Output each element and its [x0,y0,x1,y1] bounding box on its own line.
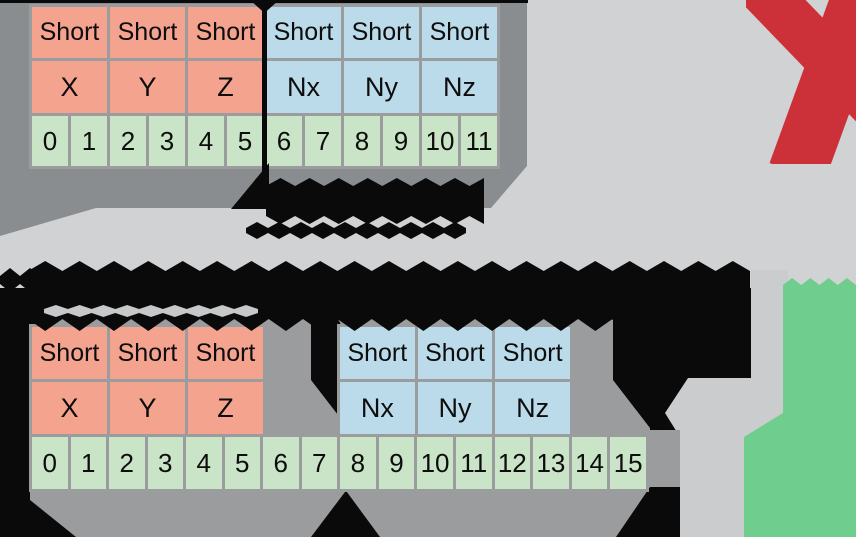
byte-cell: 8 [344,116,380,166]
byte-cell: 12 [494,437,531,489]
type-cell: Short [32,7,107,58]
field-cell: Nx [340,382,415,434]
field-cell: Nx [266,61,341,113]
byte-cell: 3 [147,437,183,489]
byte-cell: 10 [422,116,458,166]
byte-cell: 7 [305,116,341,166]
byte-cell: 5 [224,437,260,489]
field-cell: Ny [417,382,493,434]
type-cell: Short [188,327,263,379]
type-cell: Short [110,7,185,58]
field-cell: Y [110,382,185,434]
byte-cell: 5 [227,116,263,166]
byte-cell: 6 [263,437,299,489]
reject-x-icon [746,0,856,164]
byte-cell: 7 [301,437,337,489]
field-cell: X [32,61,107,113]
field-cell: X [32,382,107,434]
byte-cell: 4 [186,437,222,489]
type-cell: Short [188,7,263,58]
garbled-band-gap [44,305,258,317]
garbled-label-band [246,222,466,239]
byte-cell: 11 [455,437,492,489]
type-cell: Short [417,327,493,379]
field-cell: Nz [422,61,497,113]
type-cell: Short [340,327,415,379]
garbled-label-band [266,178,484,224]
byte-cell: 6 [266,116,302,166]
type-cell: Short [266,7,341,58]
byte-cell: 10 [417,437,453,489]
type-cell: Short [422,7,497,58]
type-cell: Short [344,7,419,58]
byte-cell: 0 [32,437,68,489]
field-cell: Y [110,61,185,113]
byte-cell: 2 [109,437,145,489]
byte-cell: 4 [188,116,224,166]
byte-cell: 1 [71,116,107,166]
padding-byte-block [648,430,680,487]
byte-cell: 14 [571,437,608,489]
byte-cell: 9 [378,437,415,489]
field-cell: Nz [495,382,571,434]
field-cell: Z [188,61,263,113]
type-cell: Short [110,327,185,379]
byte-cell: 9 [383,116,419,166]
type-cell: Short [495,327,571,379]
field-cell: Ny [344,61,419,113]
byte-cell: 2 [110,116,146,166]
misalignment-marker-line [262,0,267,184]
byte-cell: 1 [70,437,106,489]
byte-cell: 0 [32,116,68,166]
byte-cell: 8 [340,437,376,489]
field-cell: Z [188,382,263,434]
byte-cell: 11 [461,116,497,166]
byte-cell: 13 [533,437,569,489]
byte-cell: 15 [610,437,646,489]
byte-cell: 3 [149,116,185,166]
type-cell: Short [32,327,107,379]
garbled-paragraph-band [28,261,750,331]
